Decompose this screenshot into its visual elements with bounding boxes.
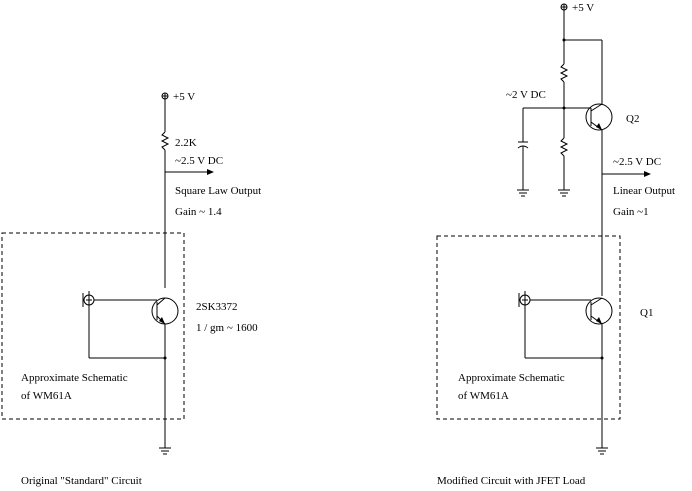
left-supply-terminal: [161, 92, 169, 100]
right-q2-jfet: [585, 103, 613, 131]
left-wm61a-box: [1, 232, 185, 420]
left-box-label-2: of WM61A: [21, 390, 72, 402]
right-gain-label: Gain ~1: [613, 206, 649, 218]
right-mic-element: [518, 291, 531, 358]
right-q2-label: Q2: [626, 113, 639, 125]
left-resistor-label: 2.2K: [175, 137, 197, 149]
right-divider-resistor-bottom: [559, 137, 569, 157]
left-supply-label: +5 V: [173, 91, 195, 103]
right-divider-ground: [558, 189, 570, 197]
right-caption: Modified Circuit with JFET Load: [437, 475, 586, 487]
left-caption: Original "Standard" Circuit: [21, 475, 142, 487]
left-mic-element: [82, 291, 95, 358]
left-resistor: [160, 131, 170, 151]
right-dc-level: ~2.5 V DC: [613, 156, 661, 168]
left-ground-symbol: [159, 447, 171, 455]
left-circuit: +5 V 2.2K ~2.5 V DC Square Law Output Ga…: [1, 91, 261, 487]
left-gain-label: Gain ~ 1.4: [175, 206, 222, 218]
left-output-label: Square Law Output: [175, 185, 261, 197]
right-box-label-1: Approximate Schematic: [458, 372, 565, 384]
right-wm61a-box: [436, 235, 621, 420]
right-circuit: +5 V ~2 V DC: [436, 2, 675, 487]
right-cap-ground: [517, 189, 529, 197]
right-q1-jfet: [585, 297, 613, 325]
left-box-label-1: Approximate Schematic: [21, 372, 128, 384]
right-output-label: Linear Output: [613, 185, 675, 197]
left-jfet-transistor: [151, 297, 179, 325]
right-supply-label: +5 V: [572, 2, 594, 14]
left-transistor-label: 2SK3372: [196, 301, 238, 313]
right-q1-label: Q1: [640, 307, 653, 319]
left-dc-level: ~2.5 V DC: [175, 155, 223, 167]
right-box-label-2: of WM61A: [458, 390, 509, 402]
right-supply-terminal: [560, 3, 568, 11]
right-divider-resistor-top: [559, 63, 569, 83]
right-ground-symbol: [596, 447, 608, 455]
right-bias-label: ~2 V DC: [506, 89, 546, 101]
left-gm-label: 1 / gm ~ 1600: [196, 322, 258, 334]
